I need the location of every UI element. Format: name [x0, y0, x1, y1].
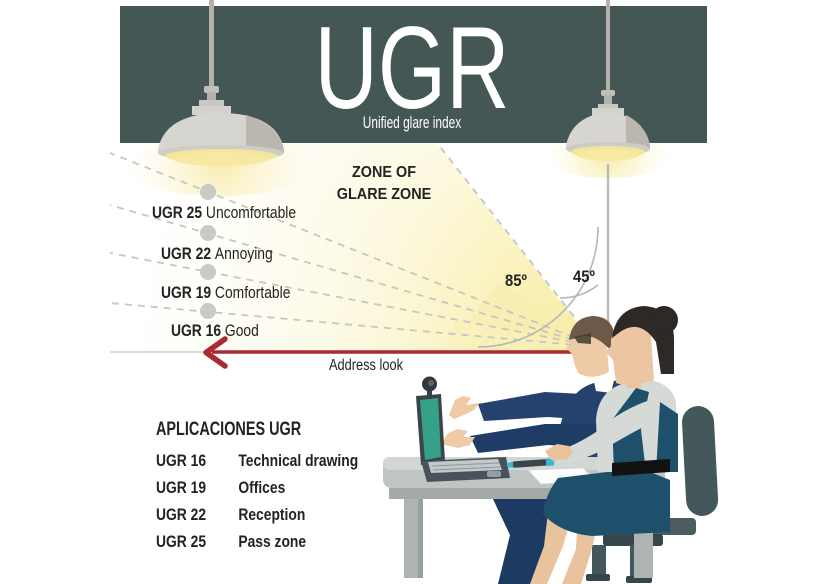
page-title: UGR [314, 2, 510, 133]
scale-item-ugr16: UGR 16 Good [171, 322, 259, 340]
page-subtitle: Unified glare index [362, 114, 462, 132]
address-look-arrowhead [203, 336, 228, 369]
trackpad [487, 471, 501, 477]
zone-of-glare-label: ZONE OF GLARE ZONE [336, 164, 432, 204]
belt [612, 459, 670, 476]
angle-label-85: 85º [505, 272, 527, 290]
angle-arcs [477, 226, 599, 348]
scale-item-ugr22: UGR 22 Annoying [161, 245, 273, 263]
pen [506, 458, 555, 468]
glare-rays [109, 142, 599, 348]
lamp-cord-right [606, 0, 610, 96]
ray-marker-dots [200, 184, 216, 319]
pendant-lamp-left [158, 86, 284, 166]
hair-bun [650, 306, 678, 334]
woman-figure [530, 306, 678, 584]
scale-item-ugr19: UGR 19 Comfortable [161, 284, 291, 302]
angle-label-45: 45º [573, 268, 595, 286]
webcam-stem [427, 389, 432, 399]
glare-beam [468, 282, 598, 348]
scale-item-ugr25: UGR 25 Uncomfortable [152, 204, 297, 222]
hand-on-mouse [545, 444, 573, 460]
lamp-cord-left [209, 0, 214, 92]
glare-beam [438, 318, 598, 348]
applications-heading: APLICACIONES UGR [156, 419, 302, 440]
pendant-lamp-right [566, 90, 650, 161]
glare-flash-eye [574, 333, 591, 344]
glare-zone-wedge [110, 144, 598, 352]
laptop [416, 376, 510, 482]
address-look-label: Address look [329, 357, 403, 374]
